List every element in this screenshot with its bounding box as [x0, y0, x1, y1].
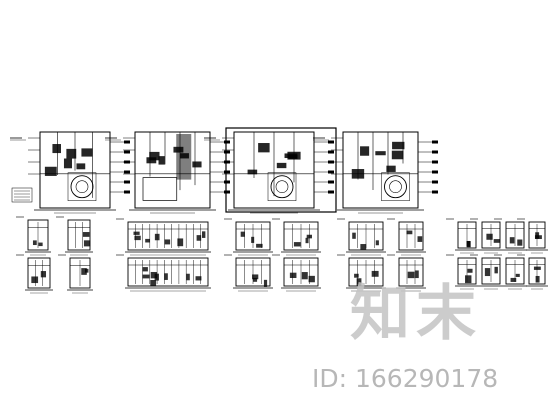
elevation-view	[517, 254, 548, 290]
elevation-view	[387, 254, 426, 292]
watermark-id: ID: 166290178	[312, 364, 499, 393]
elevation-view	[116, 218, 211, 256]
elevation-view	[337, 218, 386, 256]
floor-plan-group	[10, 131, 438, 214]
elevation-view	[517, 218, 548, 254]
elevation-view	[337, 254, 386, 292]
elevation-view	[58, 254, 93, 294]
floor-plan	[313, 131, 438, 214]
floor-plan	[10, 131, 130, 214]
elevation-view	[16, 216, 51, 256]
elevation-view	[272, 218, 321, 256]
elevation-view	[446, 254, 479, 290]
watermark-logo: 知末	[350, 279, 482, 349]
elevation-view	[387, 218, 426, 256]
elevation-view	[272, 254, 321, 292]
elevation-view	[494, 218, 527, 254]
elevation-view	[224, 218, 273, 256]
elevation-view	[56, 216, 93, 256]
elevation-view	[224, 254, 273, 292]
floor-plan	[105, 131, 230, 214]
selected-plan-frame	[225, 127, 337, 213]
floor-plan	[204, 131, 334, 214]
elevation-view	[116, 254, 211, 292]
elevation-view	[470, 254, 503, 290]
elevation-view	[16, 254, 53, 294]
elevation-group	[16, 216, 548, 294]
elevation-view	[446, 218, 479, 254]
elevation-view	[494, 254, 527, 290]
elevation-view	[470, 218, 503, 254]
